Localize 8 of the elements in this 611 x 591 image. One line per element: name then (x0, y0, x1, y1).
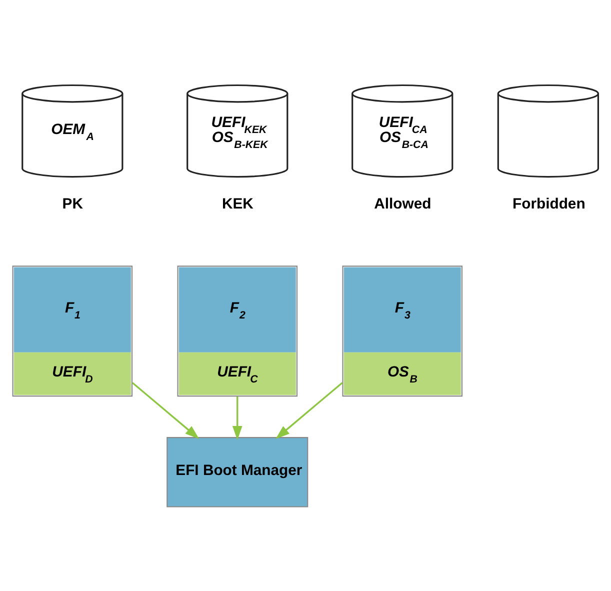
node-label: PK (62, 196, 83, 212)
node-label: Allowed (374, 196, 432, 212)
arrow (276, 382, 343, 438)
node-label: Forbidden (512, 196, 586, 212)
node-box: EFI Boot Manager (166, 436, 308, 507)
arrow (232, 396, 242, 440)
node-label: KEK (222, 196, 254, 212)
arrow (132, 382, 200, 438)
